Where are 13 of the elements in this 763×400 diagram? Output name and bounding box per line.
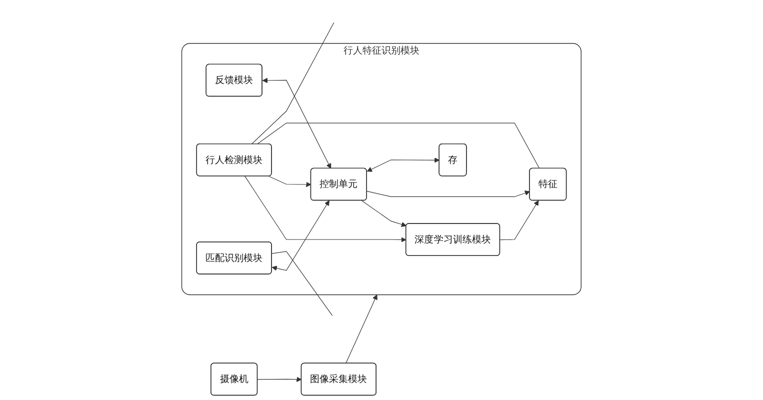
arrow	[500, 200, 539, 240]
connector	[251, 22, 334, 144]
arrow	[262, 78, 332, 169]
arrow	[366, 190, 530, 198]
arrow	[361, 200, 407, 227]
connector	[272, 251, 333, 316]
arrow	[257, 376, 302, 382]
arrow	[268, 176, 312, 188]
arrow	[272, 200, 330, 271]
arrow	[366, 158, 440, 172]
arrow	[244, 176, 406, 242]
connector	[256, 122, 540, 169]
arrow	[346, 294, 378, 364]
